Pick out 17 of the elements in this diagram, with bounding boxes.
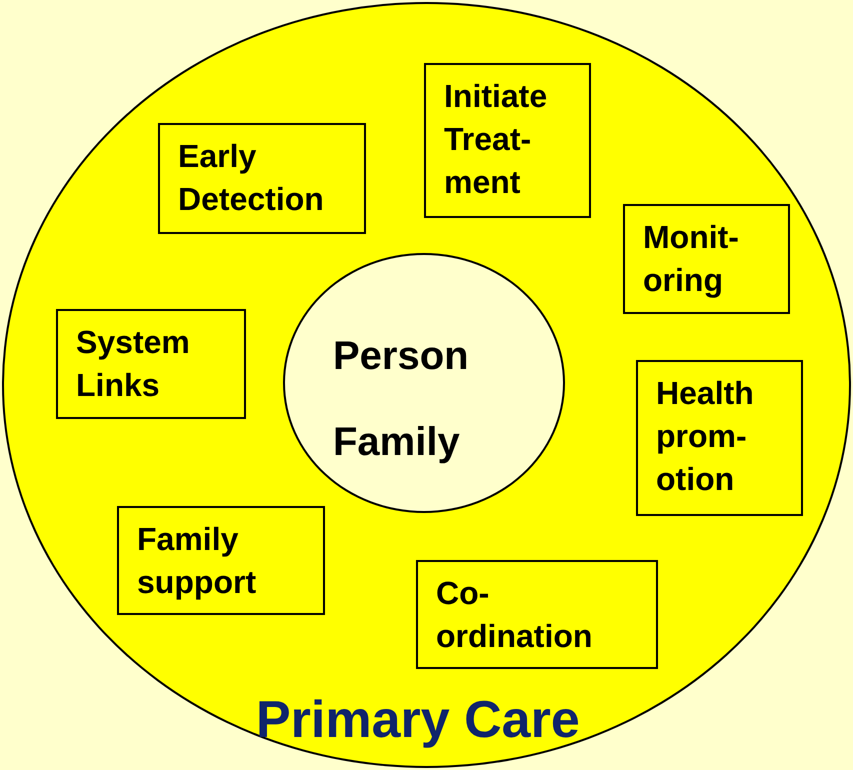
- topic-box: [623, 204, 790, 314]
- area-title: Primary Care: [256, 690, 580, 750]
- topic-label: Early Detection: [178, 137, 325, 219]
- center-label: Person: [333, 333, 469, 379]
- topic-label: Family support: [137, 520, 258, 602]
- topic-label: Co- ordination: [436, 574, 594, 656]
- topic-label: System Links: [76, 323, 191, 405]
- topic-box: [158, 123, 366, 234]
- topic-box: [424, 63, 591, 218]
- topic-label: Monit- oring: [643, 218, 740, 300]
- topic-box: [56, 309, 246, 419]
- center-label: Family: [333, 419, 460, 465]
- topic-box: [416, 560, 658, 669]
- topic-box: [636, 360, 803, 516]
- topic-label: Initiate Treat- ment: [444, 77, 548, 202]
- topic-box: [117, 506, 325, 615]
- topic-label: Health prom- otion: [656, 374, 755, 499]
